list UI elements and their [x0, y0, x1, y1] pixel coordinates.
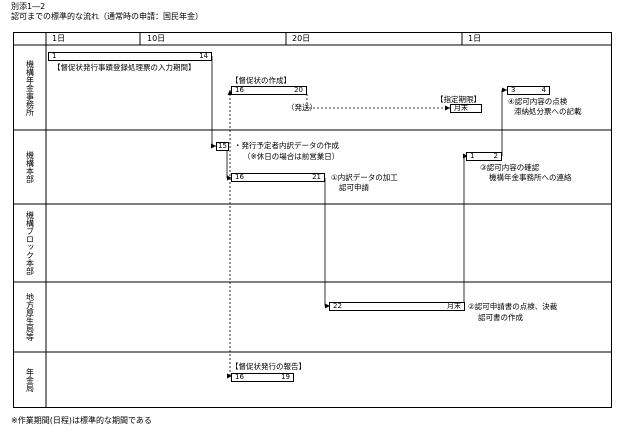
issue-date-bar: 15 — [216, 142, 229, 151]
input-period-note: 【督促状発行事蹟登録処理票の入力期間】 — [53, 63, 196, 72]
check-bar: 3 4 — [507, 86, 550, 95]
check-note-1: ④認可内容の点検 — [508, 97, 568, 106]
confirm-note-2: 機構年金事務所への連絡 — [489, 173, 572, 182]
data-process-start: 16 — [235, 173, 244, 181]
confirm-start: 1 — [470, 152, 475, 160]
row-label-pension-bureau: 年金局 — [25, 367, 35, 392]
reminder-create-end: 20 — [294, 86, 303, 94]
issue-date-label: 15 — [218, 142, 227, 150]
data-process-end: 21 — [312, 173, 321, 181]
reminder-create-note: 【督促状の作成】 — [231, 76, 291, 85]
confirm-end: 2 — [493, 152, 498, 160]
data-process-note-2: 認可申請 — [339, 183, 369, 192]
regional-bureau-note-2: 認可書の作成 — [478, 313, 523, 322]
confirm-note-1: ③認可内容の確認 — [480, 163, 540, 172]
issue-note-1: ・発行予定者内訳データの作成 — [234, 141, 339, 150]
input-period-bar: 1 14 — [48, 52, 212, 61]
reminder-create-bar: 16 20 — [231, 86, 307, 95]
data-process-bar: 16 21 — [231, 173, 325, 182]
annex-label: 別添1―2 — [11, 2, 46, 11]
day-label-next-1: 1日 — [468, 34, 482, 43]
check-start: 3 — [511, 86, 516, 94]
row-label-headquarters: 機構本部 — [25, 151, 35, 183]
report-bar: 16 19 — [231, 373, 294, 382]
confirm-bar: 1 2 — [466, 152, 502, 161]
check-note-2: 滞納処分票への記載 — [514, 107, 582, 116]
report-start: 16 — [235, 373, 244, 381]
row-label-regional-bureau: 地方厚生局等 — [25, 293, 35, 341]
schedule-frame — [13, 32, 612, 408]
reminder-create-start: 16 — [235, 86, 244, 94]
input-period-start: 1 — [52, 52, 57, 60]
dispatch-note: （発送） — [287, 103, 317, 112]
regional-bureau-start: 22 — [333, 302, 342, 310]
issue-note-2: （※休日の場合は前営業日） — [243, 152, 340, 161]
footer-note: ※作業期間(日程)は標準的な期間である — [11, 416, 152, 425]
diagram-subtitle: 認可までの標準的な流れ（通常時の申請：国民年金） — [11, 12, 203, 21]
designated-deadline-label: 月末 — [454, 104, 468, 112]
regional-bureau-bar: 22 月末 — [329, 302, 465, 311]
regional-bureau-note-1: ②認可申請書の点検、決裁 — [468, 302, 558, 311]
check-end: 4 — [541, 86, 546, 94]
designated-deadline-note: 【指定期限】 — [436, 95, 481, 104]
row-label-block-hq: 機構ブロック本部 — [25, 211, 35, 275]
row-label-pension-office: 機構年金事務所 — [25, 60, 35, 116]
day-label-20: 20日 — [292, 34, 311, 43]
day-label-1: 1日 — [52, 34, 66, 43]
designated-deadline-bar: 月末 — [450, 104, 482, 113]
regional-bureau-end: 月末 — [447, 302, 461, 310]
report-end: 19 — [281, 373, 290, 381]
input-period-end: 14 — [199, 52, 208, 60]
data-process-note-1: ①内訳データの加工 — [331, 173, 398, 182]
report-note: 【督促状発行の報告】 — [231, 362, 306, 371]
day-label-10: 10日 — [147, 34, 166, 43]
